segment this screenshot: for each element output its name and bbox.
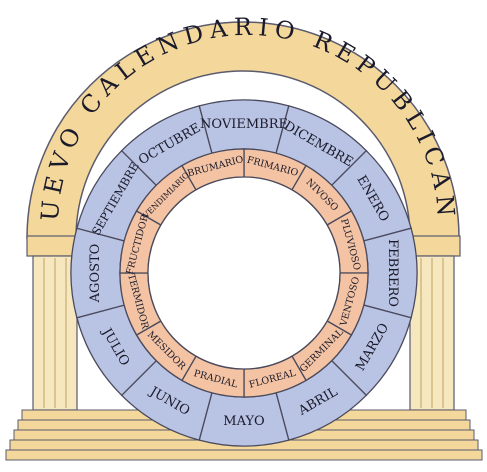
gregorian-month-label: FEBRERO <box>385 239 400 307</box>
left-column <box>26 235 84 411</box>
base-step <box>5 449 483 461</box>
center-hole <box>147 176 341 370</box>
arch-band <box>26 21 460 239</box>
outer-ring <box>70 99 418 447</box>
gregorian-month-label: AGOSTO <box>88 244 103 304</box>
gregorian-month-label: MAYO <box>223 414 264 429</box>
gregorian-month-label: NOVIEMBRE <box>200 117 288 132</box>
